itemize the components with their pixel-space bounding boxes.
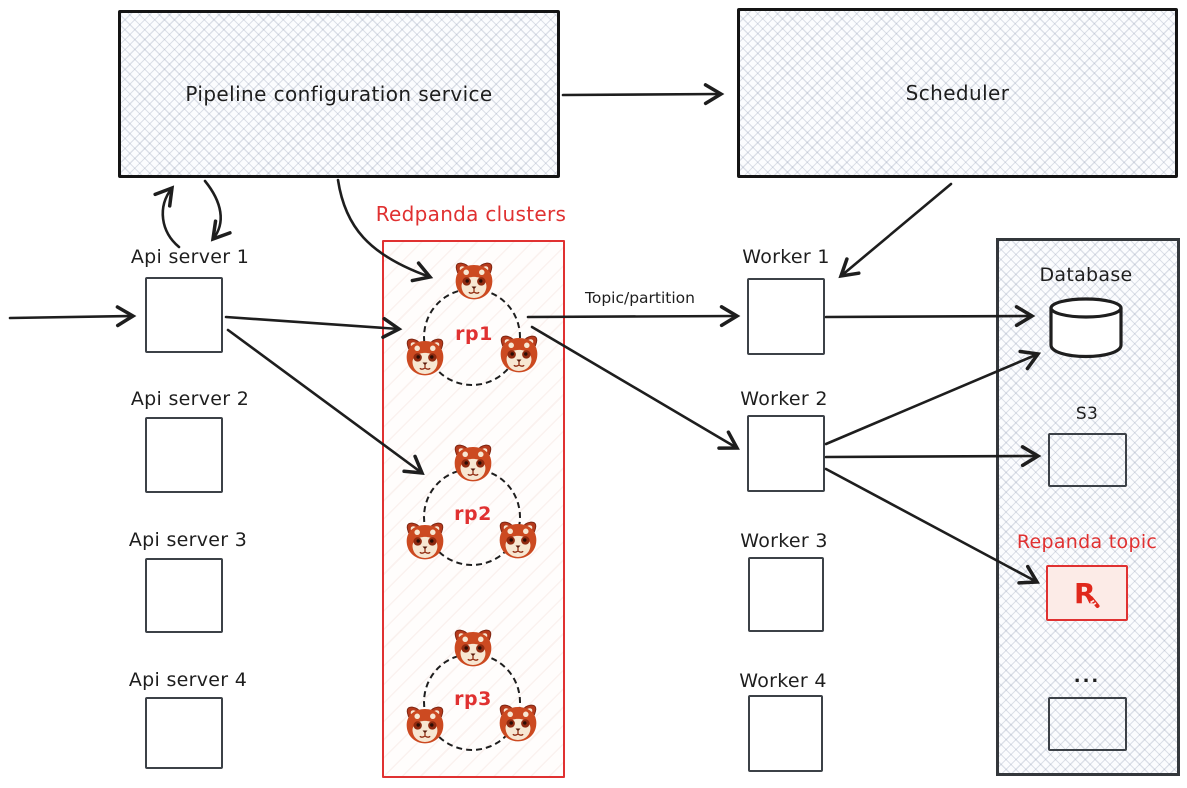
database-cylinder-icon bbox=[1049, 297, 1123, 359]
redpanda-logo-letter: R bbox=[1074, 577, 1096, 610]
arrow-pipeline-service-to-api-server-1 bbox=[203, 179, 232, 242]
worker-4-label: Worker 4 bbox=[739, 670, 827, 692]
arrow-api-server-1-to-rp1 bbox=[224, 315, 403, 339]
arrow-external-to-api-server-1 bbox=[8, 305, 137, 328]
redpanda-topic-box: R bbox=[1046, 565, 1128, 621]
redpanda-logo-icon: R bbox=[1074, 577, 1100, 610]
arrow-api-server-1-to-pipeline-service bbox=[153, 185, 181, 249]
cluster-rp3-label: rp3 bbox=[454, 688, 492, 710]
api-server-2-label: Api server 2 bbox=[130, 388, 250, 410]
worker-2-label: Worker 2 bbox=[740, 388, 828, 410]
cluster-rp2-label: rp2 bbox=[454, 503, 492, 525]
arrow-scheduler-to-worker-1 bbox=[838, 182, 953, 279]
s3-box bbox=[1048, 433, 1127, 487]
api-server-4-label: Api server 4 bbox=[128, 669, 248, 691]
topic-partition-edge-label: Topic/partition bbox=[585, 289, 695, 307]
red-panda-icon bbox=[403, 519, 447, 563]
pipeline-configuration-service-box: Pipeline configuration service bbox=[118, 10, 560, 178]
red-panda-icon bbox=[452, 259, 496, 303]
api-server-3-label: Api server 3 bbox=[128, 529, 248, 551]
red-panda-icon bbox=[403, 335, 447, 379]
red-panda-icon bbox=[403, 703, 447, 747]
worker-3-label: Worker 3 bbox=[740, 530, 828, 552]
worker-3-box bbox=[748, 557, 824, 632]
worker-4-box bbox=[748, 695, 823, 772]
red-panda-icon bbox=[496, 701, 540, 745]
api-server-1-label: Api server 1 bbox=[130, 246, 250, 268]
red-panda-icon bbox=[497, 332, 541, 376]
arrow-pipeline-service-to-scheduler bbox=[561, 83, 725, 106]
redpanda-clusters-title: Redpanda clusters bbox=[375, 202, 567, 226]
red-panda-icon bbox=[451, 626, 495, 670]
api-server-4-box bbox=[145, 697, 223, 769]
redpanda-topic-label: Repanda topic bbox=[1016, 531, 1158, 553]
scheduler-label: Scheduler bbox=[905, 81, 1010, 105]
more-destinations-box bbox=[1048, 697, 1127, 751]
worker-1-label: Worker 1 bbox=[742, 246, 830, 268]
red-panda-icon bbox=[496, 518, 540, 562]
cluster-rp1-label: rp1 bbox=[455, 323, 493, 345]
more-destinations-label: ... bbox=[1073, 666, 1101, 687]
api-server-2-box bbox=[145, 417, 223, 493]
worker-2-box bbox=[747, 415, 825, 492]
s3-label: S3 bbox=[1075, 404, 1099, 424]
api-server-1-box bbox=[145, 277, 223, 353]
scheduler-box: Scheduler bbox=[737, 8, 1178, 178]
pipeline-configuration-service-label: Pipeline configuration service bbox=[185, 82, 493, 106]
red-panda-icon bbox=[451, 441, 495, 485]
api-server-3-box bbox=[145, 558, 223, 633]
worker-1-box bbox=[747, 278, 825, 355]
database-label: Database bbox=[1039, 264, 1133, 286]
